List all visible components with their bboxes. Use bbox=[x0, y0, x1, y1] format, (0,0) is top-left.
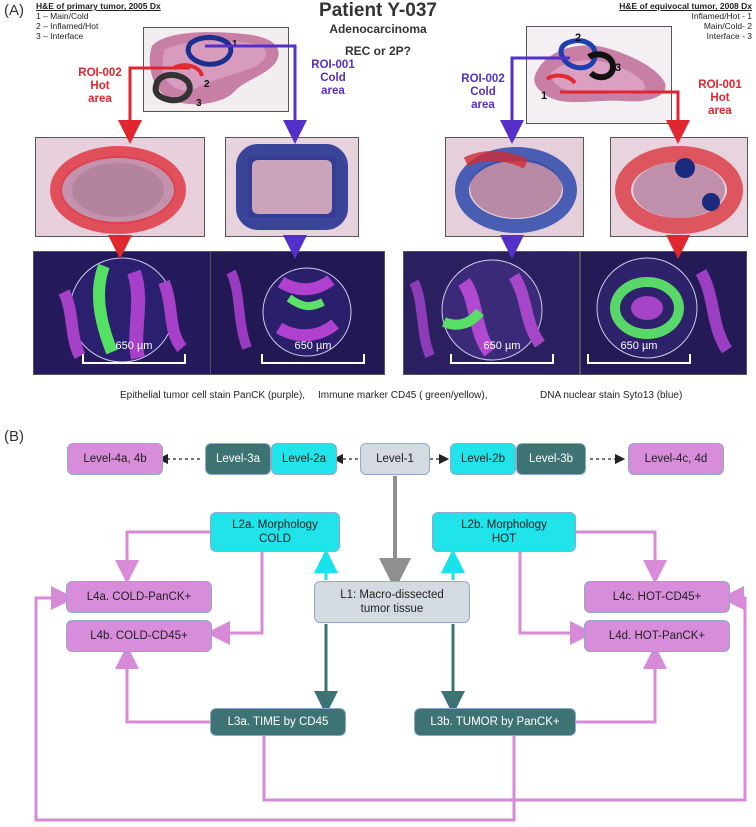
l4a-cold-panck-box: L4a. COLD-PanCK+ bbox=[66, 581, 212, 613]
patient-header: Patient Y-037 Adenocarcinoma REC or 2P? bbox=[303, 0, 453, 58]
patient-title: Patient Y-037 bbox=[319, 0, 437, 21]
left-hot-roi-image bbox=[35, 137, 205, 237]
right-hne-title: H&E of equivocal tumor, 2008 Dx bbox=[619, 1, 752, 11]
roi-type: Hot bbox=[710, 92, 730, 104]
right-hne-line-2: Main/Cold- 2 bbox=[703, 21, 752, 31]
panel-b-label: (B) bbox=[4, 428, 24, 445]
legend-cd45: Immune marker CD45 ( green/yellow), bbox=[318, 390, 488, 401]
panel-b-connectors bbox=[34, 453, 747, 822]
left-hne-line-3: 3 – Interface bbox=[36, 31, 84, 41]
scale-label: 650 µm bbox=[483, 340, 521, 352]
scale-bar bbox=[261, 354, 365, 364]
left-hne-thumbnail: 1 2 3 bbox=[143, 27, 289, 112]
level-2b-box: Level-2b bbox=[450, 443, 516, 475]
scale-label: 650 µm bbox=[294, 340, 332, 352]
panel-a-label: (A) bbox=[4, 2, 24, 19]
legend-syto13: DNA nuclear stain Syto13 (blue) bbox=[540, 390, 683, 401]
panel-a-arrows bbox=[108, 44, 690, 259]
right-hot-roi-image bbox=[610, 137, 748, 237]
level-1-box: Level-1 bbox=[360, 443, 430, 475]
right-hot-fluorescence-image: 650 µm bbox=[580, 251, 747, 375]
box-line: HOT bbox=[491, 533, 517, 545]
l3a-time-cd45-box: L3a. TIME by CD45 bbox=[210, 708, 346, 736]
right-hne-line-1: Inflamed/Hot - 1 bbox=[691, 11, 752, 21]
box-line: L1: Macro-dissected bbox=[340, 589, 444, 601]
left-marker-2: 2 bbox=[204, 79, 210, 90]
right-hne-line-3: Interface - 3 bbox=[706, 31, 752, 41]
roi-id: ROI-001 bbox=[698, 79, 742, 91]
scale-bar bbox=[450, 354, 554, 364]
level-4ab-box: Level-4a, 4b bbox=[67, 443, 163, 475]
level-2a-box: Level-2a bbox=[271, 443, 337, 475]
l4d-hot-panck-box: L4d. HOT-PanCK+ bbox=[584, 620, 730, 652]
right-marker-1: 1 bbox=[541, 90, 547, 102]
roi-right-cold-label: ROI-002 Cold area bbox=[453, 73, 513, 112]
right-marker-2: 2 bbox=[575, 32, 581, 44]
histology-label: Adenocarcinoma bbox=[329, 22, 427, 36]
scale-bar bbox=[82, 354, 186, 364]
right-hne-legend: H&E of equivocal tumor, 2008 Dx Inflamed… bbox=[619, 1, 752, 41]
roi-id: ROI-002 bbox=[461, 73, 505, 85]
roi-right-hot-label: ROI-001 Hot area bbox=[690, 79, 750, 118]
box-line: tumor tissue bbox=[360, 603, 424, 615]
left-hne-line-2: 2 – Inflamed/Hot bbox=[36, 21, 99, 31]
box-line: COLD bbox=[259, 533, 291, 545]
question-label: REC or 2P? bbox=[344, 44, 411, 58]
scale-bar bbox=[587, 354, 691, 364]
l3b-tumor-panck-box: L3b. TUMOR by PanCK+ bbox=[414, 708, 576, 736]
box-line: L2b. Morphology bbox=[461, 519, 547, 531]
roi-area: area bbox=[471, 99, 495, 111]
l4b-cold-cd45-box: L4b. COLD-CD45+ bbox=[66, 620, 212, 652]
left-hne-title: H&E of primary tumor, 2005 Dx bbox=[36, 1, 161, 11]
l1-macro-dissected-box: L1: Macro-dissected tumor tissue bbox=[314, 581, 470, 623]
legend-panck: Epithelial tumor cell stain PanCK (purpl… bbox=[120, 390, 306, 401]
right-cold-fluorescence-image: 650 µm bbox=[403, 251, 580, 375]
left-hne-legend: H&E of primary tumor, 2005 Dx 1 – Main/C… bbox=[36, 1, 161, 41]
left-cold-fluorescence-image: 650 µm bbox=[210, 251, 385, 375]
morphology-cold-box: L2a. Morphology COLD bbox=[210, 512, 340, 552]
roi-left-hot-label: ROI-002 Hot area bbox=[70, 67, 130, 106]
left-marker-3: 3 bbox=[196, 98, 202, 109]
left-hne-line-1: 1 – Main/Cold bbox=[36, 11, 89, 21]
roi-type: Cold bbox=[320, 72, 346, 84]
left-hot-fluorescence-image: 650 µm bbox=[33, 251, 211, 375]
roi-area: area bbox=[708, 105, 732, 117]
roi-area: area bbox=[321, 85, 345, 97]
scale-label: 650 µm bbox=[620, 340, 658, 352]
roi-area: area bbox=[88, 93, 112, 105]
level-4cd-box: Level-4c, 4d bbox=[628, 443, 724, 475]
right-cold-roi-image bbox=[445, 137, 584, 237]
roi-id: ROI-001 bbox=[311, 59, 355, 71]
right-marker-3: 3 bbox=[615, 62, 621, 74]
morphology-hot-box: L2b. Morphology HOT bbox=[432, 512, 576, 552]
roi-type: Hot bbox=[90, 80, 110, 92]
roi-id: ROI-002 bbox=[78, 67, 122, 79]
level-3a-box: Level-3a bbox=[205, 443, 271, 475]
box-line: L2a. Morphology bbox=[232, 519, 318, 531]
l4c-hot-cd45-box: L4c. HOT-CD45+ bbox=[584, 581, 730, 613]
left-cold-roi-image bbox=[225, 137, 359, 237]
roi-type: Cold bbox=[470, 86, 496, 98]
level-3b-box: Level-3b bbox=[516, 443, 586, 475]
scale-label: 650 µm bbox=[115, 340, 153, 352]
roi-left-cold-label: ROI-001 Cold area bbox=[303, 59, 363, 98]
